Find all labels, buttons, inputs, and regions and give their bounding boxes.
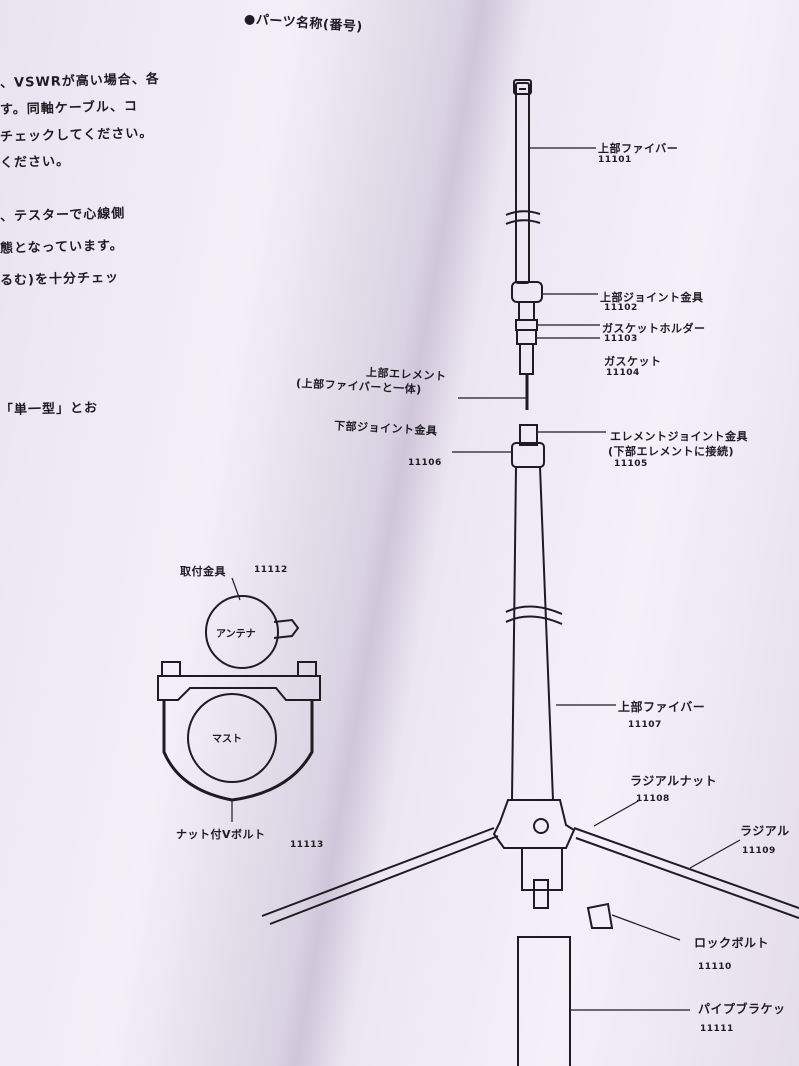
joint-neck — [518, 301, 535, 321]
label-v-bolt: ナット付Vボルト — [176, 828, 266, 841]
antenna-circle — [205, 595, 279, 669]
number-gasket-holder: 11103 — [604, 334, 638, 344]
radial-nut-hole — [533, 818, 549, 834]
number-gasket: 11104 — [606, 368, 640, 378]
clamp-nut-right — [297, 661, 317, 677]
joint-bottom — [519, 343, 534, 375]
lower-fiber-tube — [511, 466, 554, 801]
label-lock-bolt: ロックボルト — [694, 936, 770, 950]
instruction-line-2: す。同軸ケーブル、コ — [0, 99, 139, 118]
label-radial: ラジアル — [740, 824, 790, 838]
antenna-label: アンテナ — [216, 629, 256, 640]
label-gasket: ガスケット — [604, 355, 662, 368]
base-bolt — [533, 879, 549, 909]
pipe-section — [517, 936, 571, 1066]
clamp-nut-left — [161, 661, 181, 677]
break-mark-bottom — [505, 605, 563, 625]
number-upper-joint: 11102 — [604, 303, 638, 313]
label-pipe-bracket: パイプブラケッ — [698, 1002, 786, 1016]
label-upper-joint: 上部ジョイント金具 — [600, 291, 704, 304]
label-upper-fiber-lower: 上部ファイバー — [618, 700, 706, 714]
number-lock-bolt: 11110 — [698, 962, 732, 972]
mast-circle — [187, 693, 277, 783]
instruction-line-8: 「単一型」とお — [0, 400, 99, 419]
instruction-line-7: るむ)を十分チェッ — [0, 270, 120, 289]
label-mount-bracket: 取付金具 — [180, 565, 226, 578]
top-fiber-cap — [513, 79, 532, 95]
base-stub — [521, 847, 563, 891]
number-pipe-bracket: 11111 — [700, 1024, 734, 1034]
v-bolt — [162, 700, 314, 802]
label-radial-nut: ラジアルナット — [630, 774, 718, 788]
instruction-line-3: チェックしてください。 — [0, 125, 154, 146]
number-radial: 11109 — [742, 846, 776, 856]
label-element-joint-note: (下部エレメントに接続) — [608, 445, 735, 458]
number-radial-nut: 11108 — [636, 794, 670, 804]
mast-label: マスト — [212, 734, 242, 745]
instruction-line-6: 態となっています。 — [0, 238, 124, 257]
break-mark-top — [505, 210, 541, 225]
instruction-line-4: ください。 — [0, 154, 71, 171]
number-lower-joint: 11106 — [408, 458, 442, 468]
radial-right — [573, 827, 799, 919]
instruction-line-5: 、テスターで心線側 — [0, 206, 126, 225]
clamp-bar — [157, 675, 321, 701]
label-gasket-holder: ガスケットホルダー — [602, 322, 706, 335]
clamp-ear — [273, 618, 300, 639]
gasket-ring — [516, 329, 537, 345]
gasket-holder-ring — [515, 319, 538, 331]
number-upper-fiber-top: 11101 — [598, 155, 632, 165]
label-upper-fiber-top: 上部ファイバー — [598, 142, 679, 155]
number-v-bolt: 11113 — [290, 840, 324, 850]
label-element-joint: エレメントジョイント金具 — [610, 430, 748, 443]
number-mount-bracket: 11112 — [254, 565, 288, 575]
number-element-joint: 11105 — [614, 459, 648, 469]
upper-joint-fitting — [511, 281, 543, 303]
element-joint-fitting — [519, 424, 538, 446]
top-fiber-tube — [515, 82, 530, 284]
number-upper-fiber-lower: 11107 — [628, 720, 662, 730]
radial-nut-body — [492, 799, 576, 849]
lock-bolt-shape — [586, 902, 614, 929]
lower-joint-fitting — [511, 442, 545, 468]
radial-left — [261, 827, 499, 925]
